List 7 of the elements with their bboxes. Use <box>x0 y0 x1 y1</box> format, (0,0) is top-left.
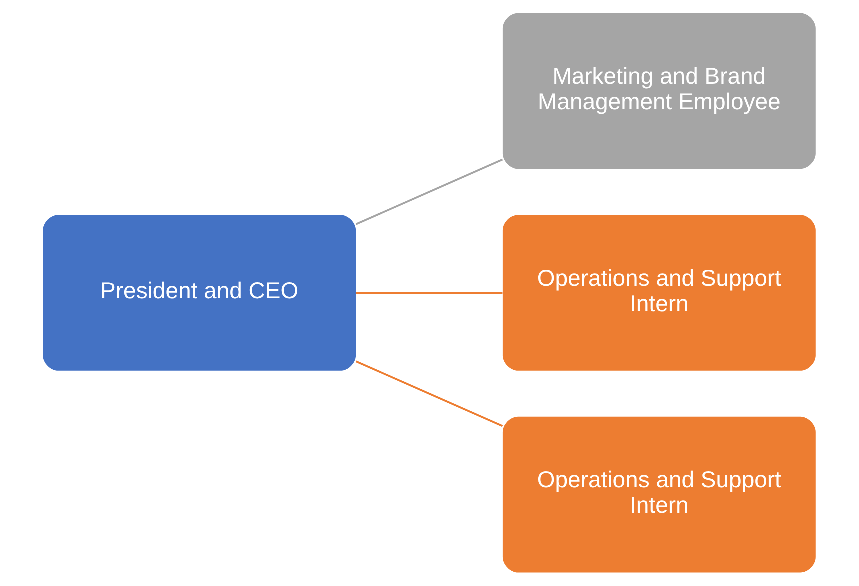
connector <box>356 292 503 294</box>
node-box: Operations and Support Intern <box>502 416 816 573</box>
connector <box>356 158 504 226</box>
node-box: Marketing and Brand Management Employee <box>502 13 816 170</box>
node-box: Operations and Support Intern <box>502 215 816 371</box>
connector <box>356 360 504 428</box>
node-box: President and CEO <box>43 215 356 371</box>
